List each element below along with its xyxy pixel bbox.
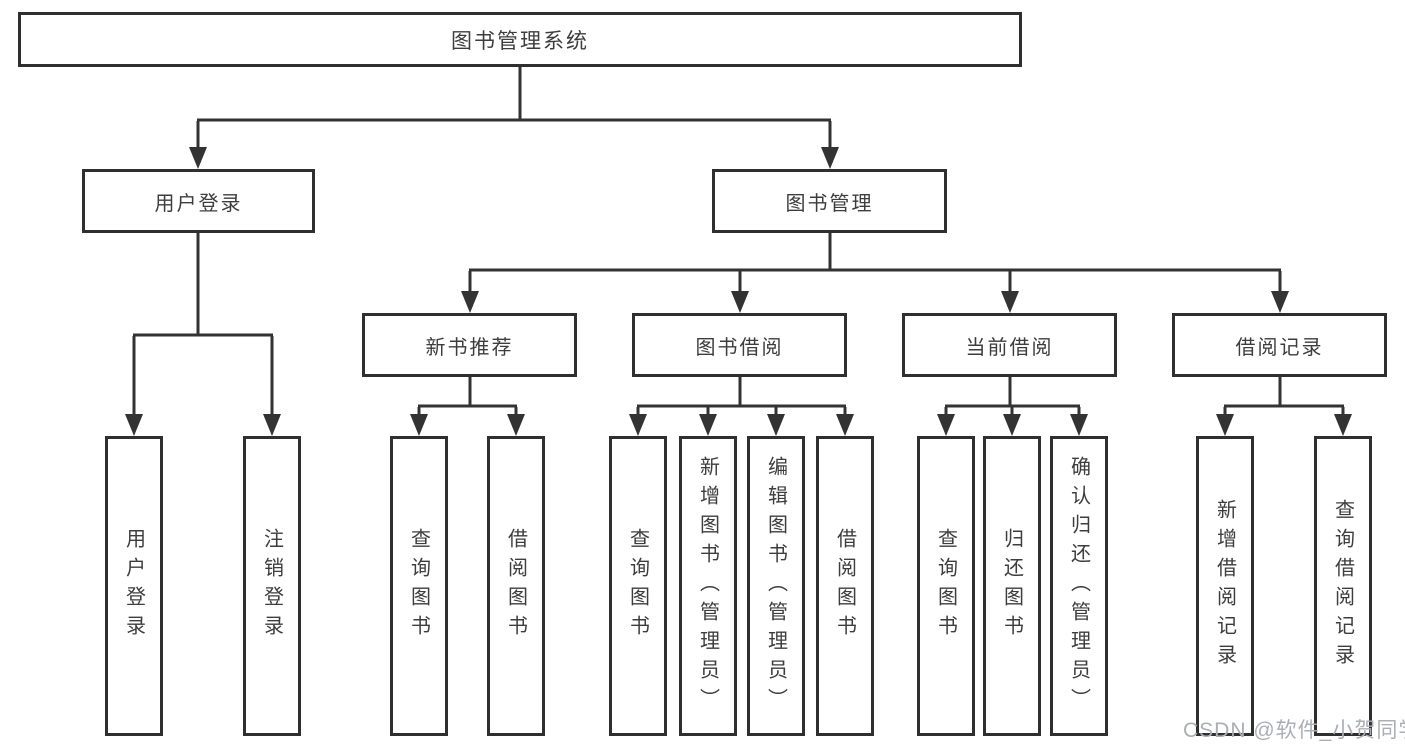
arrow-down-icon (1070, 414, 1088, 436)
leaf-current-query: 查询图书 (917, 436, 975, 736)
arrow-down-icon (699, 414, 717, 436)
arrow-down-icon (629, 414, 647, 436)
wire-userlogin-to-leaves (132, 233, 274, 417)
leaf-logout: 注销登录 (243, 436, 301, 736)
wire-newbooks-to-leaves (417, 377, 518, 417)
arrow-down-icon (821, 147, 839, 169)
leaf-borrow-edit-admin: 编辑图书（管理员） (747, 436, 805, 736)
leaf-borrow-borrow: 借阅图书 (816, 436, 874, 736)
arrow-down-icon (767, 414, 785, 436)
leaf-borrow-add-admin: 新增图书（管理员） (679, 436, 737, 736)
arrow-down-icon (731, 291, 749, 313)
wire-bookborrow-to-leaves (636, 377, 847, 417)
node-book-management: 图书管理 (712, 169, 947, 233)
arrow-down-icon (461, 291, 479, 313)
node-root: 图书管理系统 (18, 12, 1022, 67)
watermark: CSDN @软件_小贺同学 (1183, 719, 1405, 742)
leaf-current-return: 归还图书 (983, 436, 1041, 736)
leaf-user-login: 用户登录 (105, 436, 163, 736)
wire-root-to-level2 (196, 67, 832, 150)
arrowheads (125, 147, 1352, 436)
node-borrow-records: 借阅记录 (1172, 313, 1387, 377)
leaf-records-query: 查询借阅记录 (1314, 436, 1372, 736)
leaf-records-add: 新增借阅记录 (1196, 436, 1254, 736)
node-new-book-recommend: 新书推荐 (362, 313, 577, 377)
leaf-newbooks-query: 查询图书 (390, 436, 448, 736)
arrow-down-icon (836, 414, 854, 436)
arrow-down-icon (263, 414, 281, 436)
leaf-current-confirm-admin: 确认归还（管理员） (1050, 436, 1108, 736)
node-user-login: 用户登录 (82, 169, 315, 233)
leaf-borrow-query: 查询图书 (609, 436, 667, 736)
leaf-newbooks-borrow: 借阅图书 (487, 436, 545, 736)
node-current-borrow: 当前借阅 (902, 313, 1117, 377)
wire-currentborrow-to-leaves (944, 377, 1081, 417)
arrow-down-icon (189, 147, 207, 169)
arrow-down-icon (1271, 291, 1289, 313)
arrow-down-icon (1334, 414, 1352, 436)
arrow-down-icon (410, 414, 428, 436)
wire-bookmgmt-to-level3 (468, 233, 1282, 294)
node-book-borrow: 图书借阅 (632, 313, 847, 377)
arrow-down-icon (937, 414, 955, 436)
arrow-down-icon (1003, 414, 1021, 436)
arrow-down-icon (507, 414, 525, 436)
wire-records-to-leaves (1223, 377, 1345, 417)
arrow-down-icon (125, 414, 143, 436)
arrow-down-icon (1001, 291, 1019, 313)
arrow-down-icon (1216, 414, 1234, 436)
